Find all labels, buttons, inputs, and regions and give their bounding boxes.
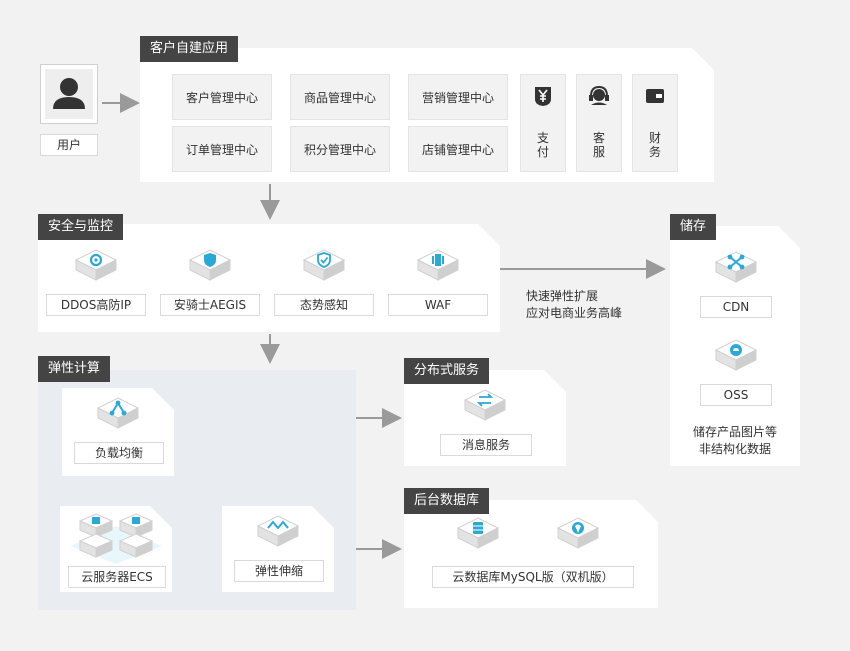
yen-icon <box>535 87 551 106</box>
security-item-ddos[interactable]: DDOS高防IP <box>46 246 146 320</box>
module-points[interactable]: 积分管理中心 <box>290 126 390 172</box>
message-service-label: 消息服务 <box>440 434 532 456</box>
mysql-label[interactable]: 云数据库MySQL版（双机版） <box>432 566 634 588</box>
waf-label: WAF <box>388 294 488 316</box>
cdn-label: CDN <box>700 296 772 318</box>
distributed-title: 分布式服务 <box>404 358 490 384</box>
check-shield-icon <box>302 249 346 281</box>
scale-note-line2: 应对电商业务高峰 <box>526 306 623 320</box>
user-icon <box>45 69 93 119</box>
storage-title: 储存 <box>670 214 717 240</box>
database-title: 后台数据库 <box>404 488 490 514</box>
autoscaling-card[interactable]: 弹性伸缩 <box>222 506 334 592</box>
payment-label-1: 支 <box>536 131 549 145</box>
storage-item-oss[interactable]: OSS <box>700 336 772 408</box>
module-marketing[interactable]: 营销管理中心 <box>408 74 508 120</box>
scale-note-line1: 快速弹性扩展 <box>526 289 599 303</box>
message-service-icon <box>463 389 507 421</box>
server-cluster-icon <box>66 508 166 564</box>
cloud-icon <box>714 339 758 371</box>
user-node[interactable]: 用户 <box>40 64 98 156</box>
storage-note-line1: 储存产品图片等 <box>692 425 777 439</box>
database-icon <box>456 517 500 549</box>
storage-item-cdn[interactable]: CDN <box>700 248 772 320</box>
scale-note: 快速弹性扩展 应对电商业务高峰 <box>526 288 622 322</box>
load-balancer-icon <box>94 394 142 434</box>
gear-icon <box>74 249 118 281</box>
security-item-waf[interactable]: WAF <box>388 246 488 320</box>
ecs-label: 云服务器ECS <box>68 566 166 588</box>
module-finance[interactable]: 财 务 <box>632 74 678 172</box>
service-label-2: 服 <box>592 145 605 159</box>
payment-label-2: 付 <box>536 145 549 159</box>
ecs-card[interactable]: 云服务器ECS <box>60 506 172 592</box>
compute-title: 弹性计算 <box>38 356 111 382</box>
security-item-situation[interactable]: 态势感知 <box>274 246 374 320</box>
module-store[interactable]: 店铺管理中心 <box>408 126 508 172</box>
customer-apps-title: 客户自建应用 <box>140 36 239 62</box>
module-order[interactable]: 订单管理中心 <box>172 126 272 172</box>
load-balancer-label: 负载均衡 <box>74 442 164 464</box>
module-customer[interactable]: 客户管理中心 <box>172 74 272 120</box>
module-service[interactable]: 客 服 <box>576 74 622 172</box>
database-panel <box>404 500 658 608</box>
wallet-icon <box>646 89 664 103</box>
security-title: 安全与监控 <box>38 214 124 240</box>
module-payment[interactable]: 支 付 <box>520 74 566 172</box>
situation-label: 态势感知 <box>274 294 374 316</box>
storage-note-line2: 非结构化数据 <box>698 442 771 456</box>
load-balancer-card[interactable]: 负载均衡 <box>62 388 174 476</box>
network-icon <box>714 251 758 283</box>
user-label: 用户 <box>40 134 98 156</box>
security-item-aegis[interactable]: 安骑士AEGIS <box>160 246 260 320</box>
user-avatar-frame <box>40 64 98 124</box>
storage-note: 储存产品图片等 非结构化数据 <box>676 424 794 458</box>
mysql-icon <box>556 517 600 549</box>
message-service-item[interactable]: 消息服务 <box>430 386 540 458</box>
autoscaling-icon <box>254 512 302 552</box>
oss-label: OSS <box>700 384 772 406</box>
finance-label-2: 务 <box>648 145 661 159</box>
firewall-icon <box>416 249 460 281</box>
aegis-label: 安骑士AEGIS <box>160 294 260 316</box>
finance-label-1: 财 <box>648 131 661 145</box>
shield-icon <box>188 249 232 281</box>
ddos-label: DDOS高防IP <box>46 294 146 316</box>
service-label-1: 客 <box>592 131 605 145</box>
headset-icon <box>589 85 609 105</box>
module-product[interactable]: 商品管理中心 <box>290 74 390 120</box>
autoscaling-label: 弹性伸缩 <box>234 560 324 582</box>
